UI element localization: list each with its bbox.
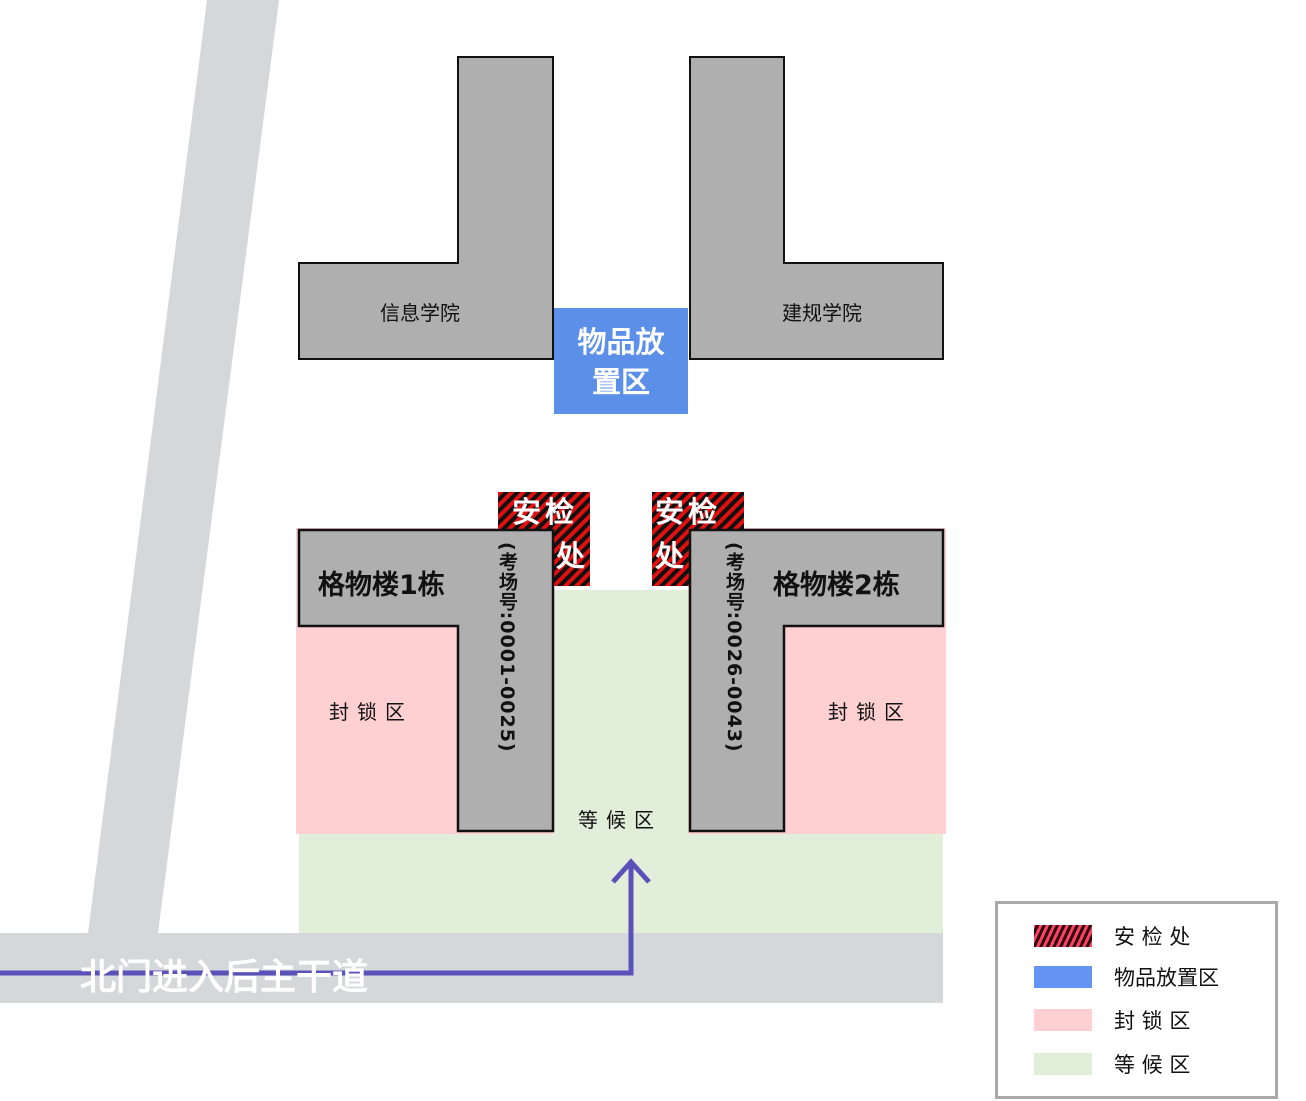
security-right-line2: 处	[655, 539, 689, 573]
main-road	[0, 933, 943, 1003]
storage-zone-label: 物品放 置区	[554, 322, 688, 402]
building-label-jiangui: 建规学院	[782, 301, 862, 325]
legend-item-storage: 物品放置区	[1034, 964, 1219, 990]
storage-zone	[554, 308, 688, 414]
route-line	[0, 862, 634, 976]
route-arrow-icon	[611, 858, 651, 884]
building-label-gewu2: 格物楼2栋	[773, 570, 900, 601]
legend-item-waiting: 等 候 区	[1034, 1051, 1190, 1077]
gewu2-room-range: (考场号:0026-0043)	[723, 542, 745, 753]
security-left-line1: 安检	[512, 495, 579, 529]
legend-label: 等 候 区	[1114, 1053, 1191, 1077]
building-jiangui	[689, 56, 944, 360]
building-label-gewu1: 格物楼1栋	[318, 570, 445, 601]
legend-item-security: 安 检 处	[1034, 923, 1190, 949]
locked-zone-right-label: 封锁区	[828, 700, 912, 724]
locked-zone-left-label: 封锁区	[329, 700, 413, 724]
legend-swatch-waiting	[1034, 1053, 1092, 1075]
waiting-zone-bottom	[299, 834, 943, 933]
diagonal-road	[88, 0, 279, 933]
legend-label: 物品放置区	[1114, 966, 1219, 990]
building-gewu2	[688, 528, 945, 833]
security-right-line1: 安检	[655, 495, 722, 529]
legend-label: 安 检 处	[1114, 925, 1191, 949]
legend: 安 检 处 物品放置区 封 锁 区 等 候 区	[995, 901, 1278, 1099]
building-xinxi	[298, 56, 554, 360]
legend-label: 封 锁 区	[1114, 1009, 1191, 1033]
security-left-line2: 处	[556, 539, 590, 573]
legend-swatch-storage	[1034, 966, 1092, 988]
storage-label-line1: 物品放	[577, 325, 665, 359]
legend-swatch-security	[1034, 925, 1092, 947]
waiting-zone-label: 等候区	[578, 808, 662, 832]
storage-label-line2: 置区	[591, 365, 650, 399]
security-label-left: 安检 处	[512, 490, 589, 578]
waiting-zone-center	[553, 590, 688, 834]
building-label-xinxi: 信息学院	[380, 301, 460, 325]
legend-swatch-locked	[1034, 1009, 1092, 1031]
gewu1-room-range: (考场号:0001-0025)	[496, 542, 518, 753]
road-label: 北门进入后主干道	[80, 957, 369, 998]
security-label-right: 安检 处	[655, 490, 721, 578]
legend-item-locked: 封 锁 区	[1034, 1007, 1190, 1033]
building-gewu1	[297, 528, 555, 833]
